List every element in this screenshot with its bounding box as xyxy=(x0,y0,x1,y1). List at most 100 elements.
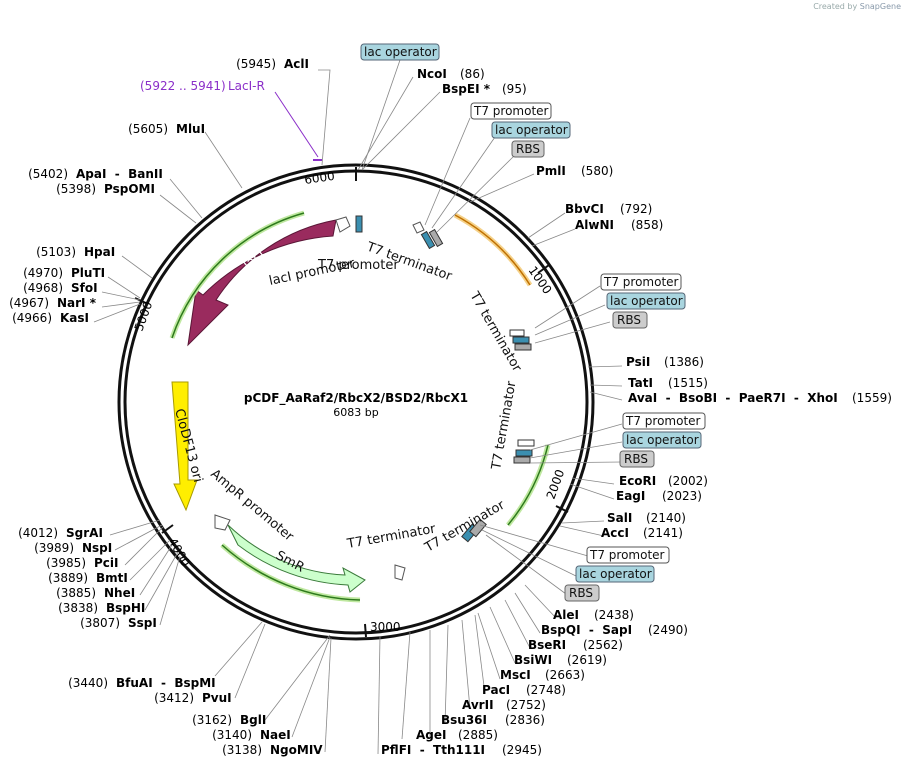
box-rbs-4 xyxy=(564,584,600,602)
box-rbs-1 xyxy=(511,140,545,158)
box-lac-3 xyxy=(606,292,686,310)
box-lac-2 xyxy=(491,121,571,139)
leader-lines xyxy=(93,58,623,755)
box-lac-1-text: lac operator xyxy=(364,45,437,59)
site-pos: (3885) xyxy=(56,586,96,600)
site-pos: (3412) xyxy=(154,691,194,705)
site-name: BseRI xyxy=(528,638,566,652)
site-name: BbvCI xyxy=(565,202,604,216)
site-name: HpaI xyxy=(84,245,115,259)
tick-2000 xyxy=(555,505,569,513)
site-name: KasI xyxy=(60,311,89,325)
site-name: PflFI - Tth111I xyxy=(381,743,485,757)
site-name: BspHI xyxy=(106,601,145,615)
site-name: NcoI xyxy=(417,67,447,81)
site-pos: (5402) xyxy=(28,167,68,181)
snapgene-credit: Created by SnapGene xyxy=(813,2,901,11)
site-name: PsiI xyxy=(626,355,650,369)
site-name: PvuI xyxy=(202,691,232,705)
site-name: BspEI * xyxy=(442,82,491,96)
site-name: NgoMIV xyxy=(270,743,323,757)
box-lac-5 xyxy=(575,565,655,583)
site-pos: (2663) xyxy=(545,668,585,682)
site-pos: (4012) xyxy=(18,526,58,540)
site-name: AccI xyxy=(601,526,629,540)
site-name: SfoI xyxy=(71,281,98,295)
t7-promoter-label-inner: T7 promoter xyxy=(317,258,399,273)
laci-green-line xyxy=(171,212,305,339)
clodf13-ori-arrow[interactable] xyxy=(171,381,198,512)
site-name: NarI * xyxy=(57,296,97,310)
site-pos: (5945) xyxy=(236,57,276,71)
orange-track xyxy=(453,212,533,287)
site-name: PacI xyxy=(482,683,510,697)
site-pos: (3807) xyxy=(80,616,120,630)
site-name: AvaI - BsoBI - PaeR7I - XhoI xyxy=(628,391,838,405)
site-pos: (3138) xyxy=(222,743,262,757)
site-pos: (5605) xyxy=(128,122,168,136)
site-pos: (1515) xyxy=(668,376,708,390)
site-pos: (3440) xyxy=(68,676,108,690)
site-name: AvrII xyxy=(462,698,494,712)
site-name: BsiWI xyxy=(514,653,552,667)
box-t7-3-text: T7 promoter xyxy=(625,414,701,428)
credit-prefix: Created by xyxy=(813,2,858,11)
backbone-outer xyxy=(117,163,595,641)
primer-name: LacI-R xyxy=(228,79,265,93)
primer-range: (5922 .. 5941) xyxy=(140,79,226,93)
box-rbs-4-text: RBS xyxy=(569,586,593,600)
box-t7-3 xyxy=(622,412,706,430)
site-name: BspQI - SapI xyxy=(541,623,632,637)
site-name: AlwNI xyxy=(575,218,614,232)
site-name: SgrAI xyxy=(66,526,103,540)
site-pos: (2490) xyxy=(648,623,688,637)
plasmid-name: pCDF_AaRaf2/RbcX2/BSD2/RbcX1 xyxy=(244,391,468,406)
tick-label-5000: 5000 xyxy=(132,300,156,333)
site-pos: (1559) xyxy=(852,391,892,405)
site-name: PspOMI xyxy=(104,182,155,196)
site-pos: (1386) xyxy=(664,355,704,369)
site-name: PmlI xyxy=(536,164,566,178)
box-rbs-3 xyxy=(619,450,655,468)
plasmid-size: 6083 bp xyxy=(333,406,378,419)
box-t7-2-text: T7 promoter xyxy=(603,275,679,289)
site-pos: (3140) xyxy=(212,728,252,742)
box-t7-1 xyxy=(470,102,552,120)
site-name: BfuAI - BspMI xyxy=(116,676,216,690)
site-pos: (2836) xyxy=(505,713,545,727)
site-name: NaeI xyxy=(260,728,291,742)
box-lac-4 xyxy=(622,431,702,449)
site-pos: (2023) xyxy=(662,489,702,503)
site-pos: (4968) xyxy=(23,281,63,295)
site-name: ApaI - BanII xyxy=(76,167,163,181)
site-name: PluTI xyxy=(71,266,105,280)
annotation-boxes: lac operator T7 promoter lac operator RB… xyxy=(360,43,706,602)
site-pos: (3985) xyxy=(46,556,86,570)
site-name: EagI xyxy=(616,489,645,503)
laci-arrow[interactable] xyxy=(187,219,337,347)
site-pos: (2140) xyxy=(646,511,686,525)
box-lac-5-text: lac operator xyxy=(579,567,652,581)
site-pos: (3989) xyxy=(34,541,74,555)
site-name: AgeI xyxy=(416,728,446,742)
box-lac-2-text: lac operator xyxy=(495,123,568,137)
box-rbs-1-text: RBS xyxy=(516,142,540,156)
smr-arrow[interactable] xyxy=(227,524,366,593)
t7-terminator-label-5: T7 terminator xyxy=(345,522,437,553)
smr-green-line xyxy=(221,544,361,601)
site-name: NspI xyxy=(82,541,112,555)
site-pos: (580) xyxy=(581,164,613,178)
box-t7-1-text: T7 promoter xyxy=(473,104,549,118)
site-pos: (858) xyxy=(631,218,663,232)
site-name: Bsu36I xyxy=(441,713,487,727)
box-rbs-2-text: RBS xyxy=(617,313,641,327)
ampr-promoter-label: AmpR promoter xyxy=(207,467,296,545)
site-pos: (3162) xyxy=(192,713,232,727)
site-pos: (86) xyxy=(460,67,485,81)
site-name: PciI xyxy=(94,556,119,570)
site-name: MluI xyxy=(176,122,205,136)
site-name: BmtI xyxy=(96,571,128,585)
site-pos: (4967) xyxy=(9,296,49,310)
site-pos: (792) xyxy=(620,202,652,216)
